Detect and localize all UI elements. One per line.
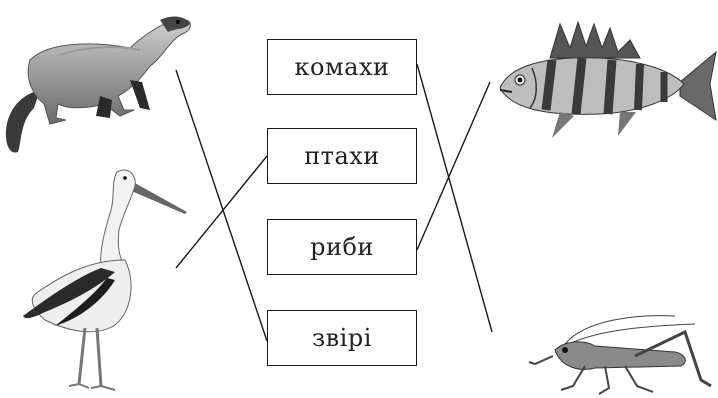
category-label: риби bbox=[310, 233, 374, 261]
fish-icon bbox=[499, 20, 717, 138]
connector-stork-to-ptakhy bbox=[175, 155, 268, 269]
category-label: комахи bbox=[294, 53, 390, 81]
connector-komakhy-to-cricket bbox=[416, 63, 493, 333]
connector-fish-to-ryby bbox=[416, 81, 491, 251]
stork-icon bbox=[23, 169, 187, 391]
ferret-icon bbox=[5, 16, 191, 153]
cricket-icon bbox=[528, 315, 712, 395]
category-label: звірі bbox=[312, 324, 372, 352]
category-box-komakhy[interactable]: комахи bbox=[267, 39, 417, 95]
connector-ferret-to-zviri bbox=[175, 69, 268, 342]
category-box-zviri[interactable]: звірі bbox=[267, 310, 417, 366]
category-label: птахи bbox=[304, 142, 380, 170]
category-box-ryby[interactable]: риби bbox=[267, 219, 417, 275]
category-box-ptakhy[interactable]: птахи bbox=[267, 128, 417, 184]
